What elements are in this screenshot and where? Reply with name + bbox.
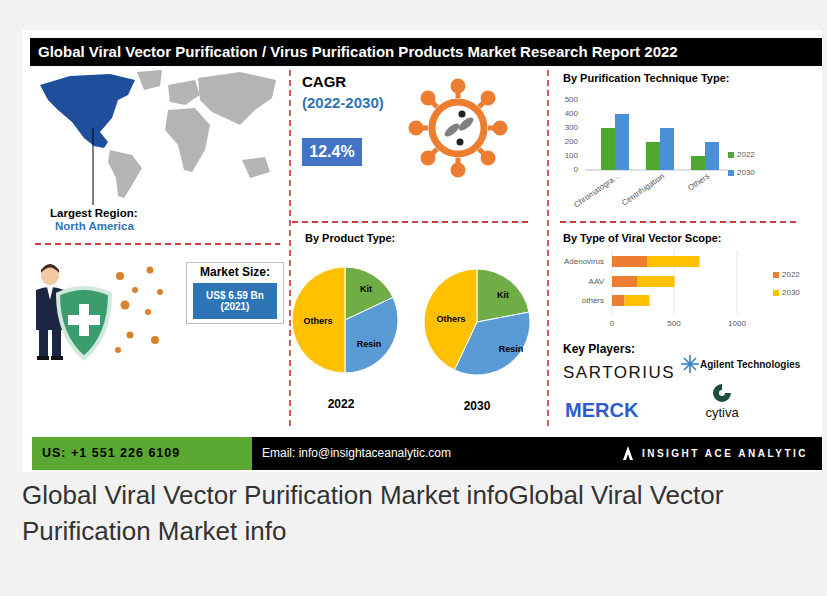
world-map	[40, 70, 276, 205]
chart-title: By Type of Viral Vector Scope:	[563, 232, 722, 244]
legend-entry: 2022	[773, 270, 800, 279]
pie-slice	[424, 269, 477, 370]
category-label: AAV	[589, 277, 604, 286]
pie-label: Resin	[357, 340, 382, 350]
contact-bar: Email: info@insightaceanalytic.com INSIGH…	[252, 437, 822, 470]
category-label: Adenovirus	[564, 257, 604, 266]
region-name: North America	[55, 220, 134, 233]
axis-tick: 500	[667, 320, 680, 329]
panel	[22, 30, 822, 472]
caption: Global Viral Vector Purification Market …	[22, 478, 812, 550]
legend-swatch	[773, 272, 779, 278]
market-size-box: US$ 6.59 Bn (2021) Market Size:	[186, 262, 284, 324]
pie-label: Resin	[499, 345, 524, 355]
cagr-value-box: 12.4%	[302, 138, 362, 166]
pie-label: Kit	[497, 291, 509, 301]
agilent-star	[681, 355, 699, 373]
phone-bar: US: +1 551 226 6109	[32, 437, 252, 470]
region-heading: Largest Region:	[50, 207, 138, 220]
company-logo: MERCK	[565, 399, 638, 421]
node-text: Market Size:	[200, 266, 270, 280]
legend-entry: 2022	[728, 150, 755, 159]
title-band	[30, 38, 822, 66]
chart-title: By Product Type:	[305, 232, 395, 244]
pie-year: 2030	[464, 400, 491, 413]
pie-label: Kit	[360, 285, 372, 295]
pie-chart	[424, 269, 530, 375]
legend-swatch	[728, 170, 734, 176]
axis-tick: 200	[565, 138, 578, 147]
virus-icon	[411, 81, 505, 175]
company-logo: cytiva	[705, 406, 738, 420]
node-text: 12.4%	[309, 143, 354, 161]
legend-swatch	[773, 290, 779, 296]
dashed-dividers	[35, 70, 800, 430]
pie-chart	[292, 267, 398, 373]
legend-entry: 2030	[728, 168, 755, 177]
businessman-shield	[36, 264, 163, 360]
node-text: Email: info@insightaceanalytic.com	[262, 447, 451, 461]
report-title: Global Viral Vector Purification / Virus…	[38, 44, 678, 61]
axis-tick: 300	[565, 124, 578, 133]
axis-tick: 1000	[728, 320, 746, 329]
pie-label: Others	[303, 317, 332, 327]
axis-tick: 0	[610, 320, 614, 329]
legend-swatch	[728, 152, 734, 158]
cytiva-mark	[713, 384, 731, 402]
pie-slice	[345, 297, 398, 373]
node-text: US$ 6.59 Bn (2021)	[197, 290, 273, 313]
company-logo: SARTORIUS	[563, 364, 675, 383]
company-logo: Agilent Technologies	[700, 359, 800, 370]
market-size-value: US$ 6.59 Bn (2021)	[193, 283, 277, 319]
legend-label: 2022	[782, 270, 800, 279]
brand-icon	[622, 445, 634, 461]
legend-entry: 2030	[773, 288, 800, 297]
axis-tick: 400	[565, 110, 578, 119]
category-label: others	[582, 296, 604, 305]
key-players-heading: Key Players:	[563, 343, 635, 356]
brand-name: INSIGHT ACE ANALYTIC	[642, 448, 808, 460]
axis-tick: 500	[565, 96, 578, 105]
pie-slice	[292, 267, 345, 373]
cagr-period: (2022-2030)	[302, 95, 384, 112]
cagr-heading: CAGR	[302, 74, 346, 91]
chart-title: By Purification Technique Type:	[563, 72, 729, 84]
bar-chart	[612, 250, 737, 314]
node-text: US: +1 551 226 6109	[42, 446, 180, 460]
axis-tick: 100	[565, 152, 578, 161]
axis-tick: 0	[574, 166, 578, 175]
pie-label: Others	[436, 315, 465, 325]
legend-label: 2022	[737, 150, 755, 159]
legend-label: 2030	[737, 168, 755, 177]
pie-year: 2022	[328, 398, 355, 411]
legend-label: 2030	[782, 288, 800, 297]
column-chart	[585, 114, 728, 170]
